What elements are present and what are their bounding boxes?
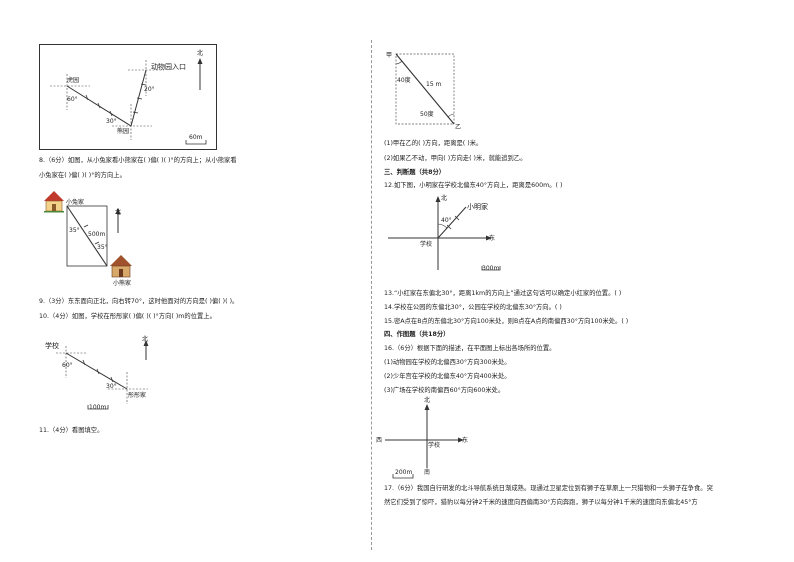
question-9: 9.（3分）东东面向正北，向右转70°，这时他面对的方向是( )偏( )( )。 [39,298,239,305]
zoo-scale-label: 60m [189,134,203,141]
question-12: 12.如下图，小明家在学校北偏东40°方向上，距离是600m。( ) [384,182,563,189]
question-13: 13.“小红家在东偏北30°，距离1km的方向上”通过这句话可以确定小红家的位置… [384,290,622,297]
zoo-angle-30: 30° [106,118,117,125]
jiayi-angle-40: 40度 [397,77,411,84]
question-17-line1: 17.（6分）我国自行研发的北斗导航系统日渐成熟。现通过卫星定位到有狮子在草原上… [384,485,713,492]
compass-scale-label: 200m [395,469,413,476]
section-3-title: 三、判断题（共8分） [384,169,446,176]
compass-west-label: 西 [376,437,383,444]
school-scale-label: 100m [89,404,107,411]
compass-north-label: 北 [424,397,431,404]
rabbit-angle-b: 35° [97,244,108,251]
question-14: 14.学校在公园的东偏北30°，公园在学校的北偏东30°方向。( ) [384,304,562,311]
question-11: 11.（4分）看图填空。 [39,427,104,434]
question-8-line1: 8.（6分）如图，从小兔家看小熊家在( )偏( )( )°的方向上；从小熊家看 [39,157,237,164]
school-north-label: 北 [142,336,149,343]
compass-school-label: 学校 [428,442,441,449]
question-10: 10.（4分）如图，学校在彤彤家( )偏( )( )°方向( )m的位置上。 [39,313,216,320]
rabbit-north-label: 北 [115,209,122,216]
figure-zoo-map [39,44,217,150]
xiaoming-east-label: 东 [489,235,496,242]
question-11-part-2: (2)如果乙不动，甲向( )方向走( )米，就能追到乙。 [384,155,527,162]
question-16-part-2: (2)少年宫在学校的北偏东40°方向400米处。 [384,373,511,380]
section-4-title: 四、作图题（共18分） [384,331,450,338]
zoo-angle-60: 60° [67,96,78,103]
xiaoming-home-label: 小明家 [467,203,488,211]
tongtong-home-label: 彤彤家 [128,392,147,399]
xiaoming-north-label: 北 [441,195,448,202]
jia-label: 甲 [386,52,393,59]
jiayi-distance: 15 m [426,81,442,88]
rabbit-home-label: 小兔家 [66,199,85,206]
bear-garden-label: 熊园 [117,128,130,135]
xiaoming-school-label: 学校 [420,241,433,248]
zoo-entrance-label: 动物园入口 [151,63,186,71]
rabbit-angle-a: 35° [69,227,80,234]
school-label: 学校 [45,342,59,350]
bear-house-icon [110,255,132,278]
bear-home-label: 小熊家 [113,280,132,287]
rabbit-distance-label: 500m [88,231,106,238]
compass-south-label: 南 [424,469,431,476]
compass-east-label: 东 [462,437,469,444]
school-angle-60: 60° [62,362,73,369]
xiaoming-angle: 40° [441,217,452,224]
question-16-part-3: (3)广场在学校的南偏西60°方向600米处。 [384,387,505,394]
question-8-line2: 小兔家在( )偏( )( )°的方向上。 [39,172,126,179]
question-16: 16.（6分）根据下面的描述，在平面图上标出各场所的位置。 [384,345,556,352]
column-divider [371,40,372,550]
question-15: 15.密A点在B点的东偏北30°方向100米处，则B点在A点的南偏西30°方向1… [384,318,629,325]
question-17-line2: 然它们受到了惊吓，猎豹以每分钟2千米的速度向西偏南30°方向奔跑，狮子以每分钟1… [384,499,698,506]
tiger-garden-label: 虎园 [67,77,80,84]
question-16-part-1: (1)动物园在学校的北偏西30°方向300米处。 [384,359,511,366]
school-angle-30: 30° [106,383,117,390]
rabbit-house-icon [44,191,64,213]
xiaoming-scale: 300m [482,265,500,272]
yi-label: 乙 [455,124,462,131]
question-11-part-1: (1)甲在乙的( )方向，距离是( )米。 [384,140,483,147]
zoo-north-label: 北 [197,50,204,57]
jiayi-angle-50: 50度 [420,111,434,118]
zoo-angle-20: 20° [144,86,155,93]
